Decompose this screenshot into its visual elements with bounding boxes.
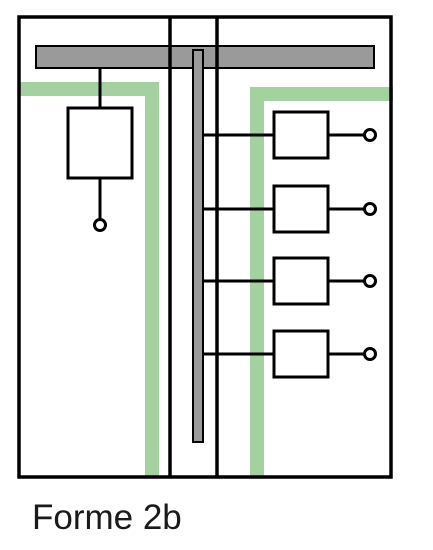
vertical-distribution-busbar	[192, 49, 204, 443]
outgoing-device-box	[272, 329, 330, 379]
outgoing-device-box	[272, 184, 330, 234]
outer-frame	[17, 15, 393, 479]
incoming-device-box	[66, 106, 134, 180]
outgoing-terminal-circle	[363, 274, 377, 288]
outgoing-terminal-circle	[363, 128, 377, 142]
separation-left	[20, 82, 159, 476]
outgoing-terminal-circle	[363, 347, 377, 361]
separation-barriers	[20, 82, 393, 476]
outgoing-device-box	[272, 110, 330, 160]
outgoing-unit-2	[203, 184, 377, 234]
main-horizontal-busbar	[35, 45, 375, 69]
outgoing-terminal-circle	[363, 202, 377, 216]
separation-right	[250, 87, 393, 476]
outgoing-units	[203, 110, 377, 379]
outgoing-unit-3	[203, 256, 377, 306]
diagram-caption: Forme 2b	[32, 498, 182, 537]
outgoing-device-box	[272, 256, 330, 306]
incoming-terminal-circle	[93, 218, 107, 232]
enclosure-frame	[17, 15, 393, 479]
outgoing-unit-1	[203, 110, 377, 160]
outgoing-unit-4	[203, 329, 377, 379]
incoming-unit	[66, 68, 134, 232]
